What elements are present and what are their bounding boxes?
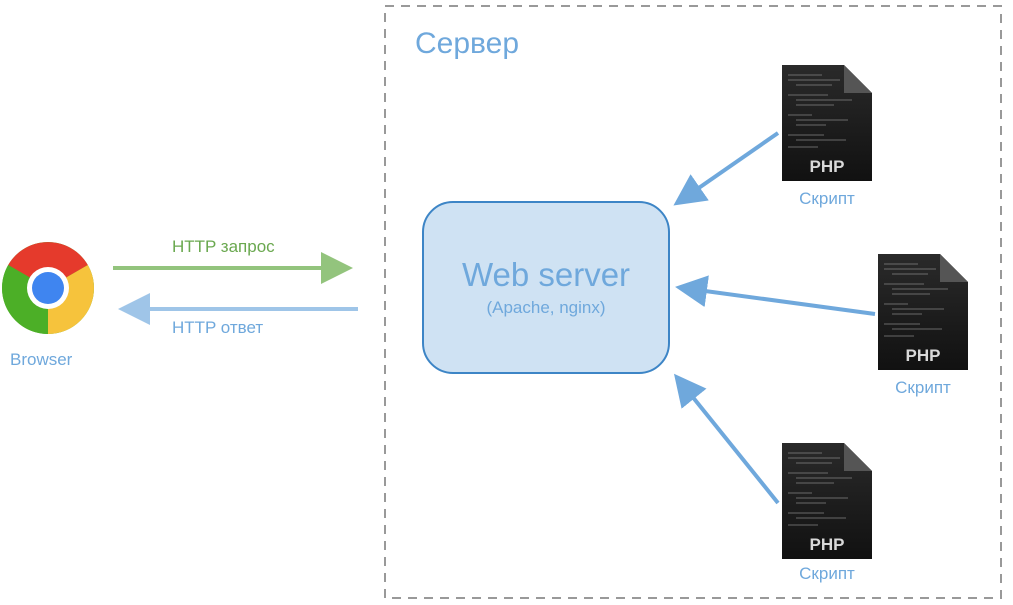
chrome-browser-icon[interactable]: [2, 242, 94, 334]
php-file-icon[interactable]: [782, 443, 872, 559]
server-title: Сервер: [415, 27, 520, 60]
script-1-arrow: [673, 131, 780, 206]
php-badge: PHP: [809, 535, 845, 554]
browser-label: Browser: [10, 350, 73, 369]
script-3-arrow: [673, 373, 780, 505]
script-label: Скрипт: [895, 378, 951, 397]
web-server-subtitle: (Apache, nginx): [486, 298, 606, 317]
server-boundary: [384, 5, 1002, 599]
php-file-icon[interactable]: [878, 254, 968, 370]
web-server-box[interactable]: [422, 201, 670, 374]
http-request-label: HTTP запрос: [172, 237, 275, 256]
web-server-title: Web server: [461, 256, 631, 293]
script-label: Скрипт: [799, 564, 855, 583]
php-badge: PHP: [905, 346, 941, 365]
php-file-icon[interactable]: [782, 65, 872, 181]
script-2-arrow: [675, 275, 876, 316]
script-label: Скрипт: [799, 189, 855, 208]
http-response-label: HTTP ответ: [172, 318, 264, 337]
php-badge: PHP: [809, 157, 845, 176]
